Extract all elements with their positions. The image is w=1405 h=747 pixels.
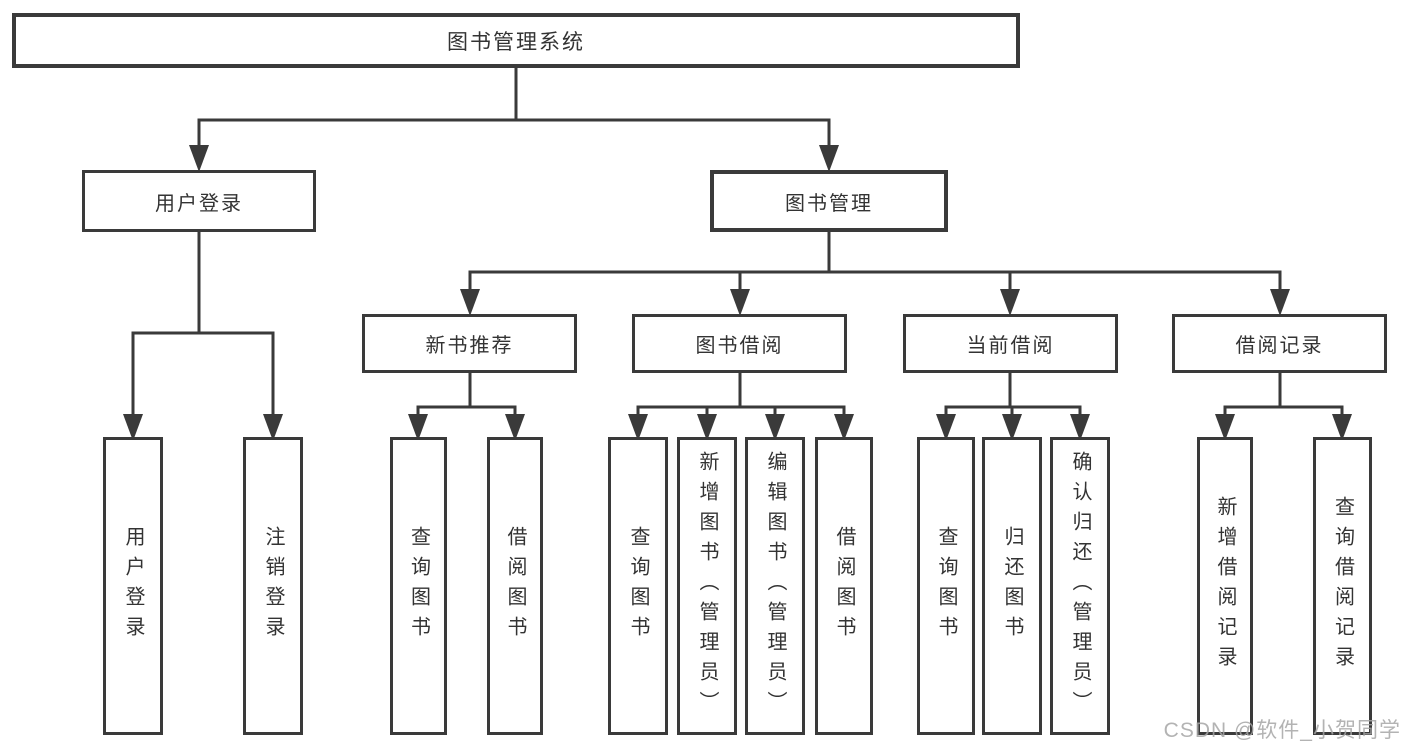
node-leaf-query-books-current: 查询图书 bbox=[917, 437, 975, 735]
node-leaf-add-borrow-record: 新增借阅记录 bbox=[1197, 437, 1253, 735]
node-leaf-logout: 注销登录 bbox=[243, 437, 303, 735]
node-leaf-query-books-recommend: 查询图书 bbox=[390, 437, 447, 735]
node-leaf-query-books-borrowing: 查询图书 bbox=[608, 437, 668, 735]
connector-book-borrowing bbox=[636, 373, 846, 420]
node-leaf-borrow-books-recommend: 借阅图书 bbox=[487, 437, 543, 735]
node-leaf-add-books-admin: 新增图书（管理员） bbox=[677, 437, 737, 735]
node-library-management-system: 图书管理系统 bbox=[12, 13, 1020, 68]
node-book-borrowing: 图书借阅 bbox=[632, 314, 847, 373]
node-leaf-user-login: 用户登录 bbox=[103, 437, 163, 735]
node-current-borrowing: 当前借阅 bbox=[903, 314, 1118, 373]
connector-user-login bbox=[131, 232, 275, 420]
arrowheads bbox=[123, 145, 1352, 441]
node-new-book-recommend: 新书推荐 bbox=[362, 314, 577, 373]
node-borrowing-records: 借阅记录 bbox=[1172, 314, 1387, 373]
node-leaf-borrow-books: 借阅图书 bbox=[815, 437, 873, 735]
node-leaf-return-books: 归还图书 bbox=[982, 437, 1042, 735]
connector-borrowing-records bbox=[1223, 373, 1344, 420]
connector-paths bbox=[131, 68, 1344, 420]
node-leaf-confirm-return-admin: 确认归还（管理员） bbox=[1050, 437, 1110, 735]
csdn-watermark: CSDN @软件_小贺同学 bbox=[1163, 719, 1401, 742]
connector-current-borrowing bbox=[944, 373, 1082, 420]
node-leaf-query-borrow-record: 查询借阅记录 bbox=[1313, 437, 1372, 735]
node-user-login: 用户登录 bbox=[82, 170, 316, 232]
connector-book-management bbox=[468, 232, 1282, 294]
connector-root bbox=[197, 68, 831, 150]
node-leaf-edit-books-admin: 编辑图书（管理员） bbox=[745, 437, 805, 735]
node-book-management: 图书管理 bbox=[710, 170, 948, 232]
connector-new-book bbox=[416, 373, 517, 420]
